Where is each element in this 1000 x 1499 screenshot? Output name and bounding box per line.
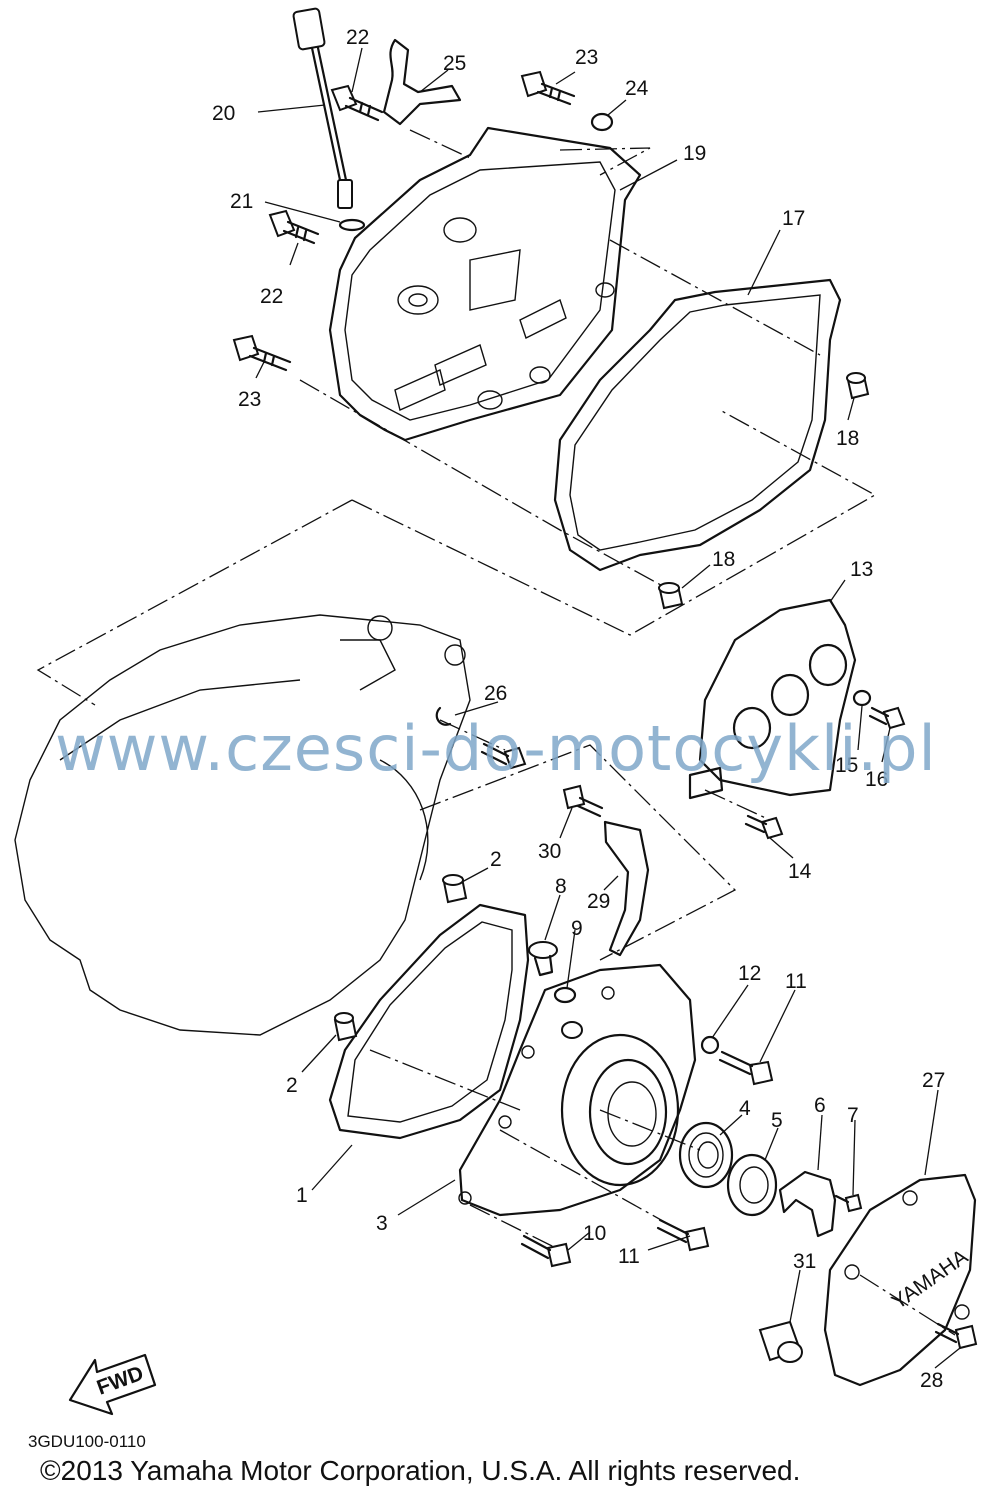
callout-25: 25 (443, 52, 466, 75)
part-28-bolt (934, 1322, 978, 1350)
callout-12: 12 (738, 962, 761, 985)
callout-2-upper: 2 (490, 848, 502, 871)
callout-labels: 20 22 25 23 24 19 21 17 22 23 18 18 13 2… (212, 26, 945, 1392)
part-1-gasket (328, 903, 530, 1140)
callout-23-lower: 23 (238, 388, 261, 411)
callout-19: 19 (683, 142, 706, 165)
part-23-bolt-upper (520, 70, 576, 106)
fwd-arrow-icon: FWD (68, 1353, 157, 1416)
leader-lines (255, 47, 961, 1369)
part-30-screw (562, 784, 604, 818)
callout-29: 29 (587, 890, 610, 913)
fwd-label: FWD (94, 1362, 147, 1400)
diagram-code: 3GDU100-0110 (28, 1432, 146, 1451)
part-20-dipstick (292, 7, 353, 209)
callout-22-upper: 22 (346, 26, 369, 49)
part-4-bearing (678, 1121, 734, 1189)
callout-18-lower: 18 (712, 548, 735, 571)
part-2-dowel-pin-upper (442, 874, 468, 904)
callout-24: 24 (625, 77, 649, 100)
callout-30: 30 (538, 840, 561, 863)
part-13-sprocket-cover (688, 598, 857, 800)
callout-20: 20 (212, 102, 235, 125)
callout-13: 13 (850, 558, 873, 581)
watermark-url: www.czesci-do-motocykli.pl (55, 712, 937, 785)
part-2-dowel-pin-lower (333, 1012, 358, 1042)
part-18-dowel-pin-upper (846, 372, 870, 400)
callout-15: 15 (835, 754, 858, 777)
part-22-bolt-upper (330, 84, 384, 122)
part-10-bolt (520, 1234, 572, 1268)
crankcase-boss-1 (367, 615, 393, 641)
crankcase-body-detail (59, 639, 429, 881)
part-11-bolt-lower (656, 1218, 710, 1252)
part-8-plug (528, 941, 558, 977)
part-3-crankcase-cover (458, 963, 697, 1217)
part-1-gasket-inner (347, 921, 513, 1123)
part-18-dowel-pin-lower (658, 582, 684, 610)
part-17-gasket (553, 278, 842, 572)
part-24-washer (590, 112, 614, 132)
part-6-retainer (778, 1170, 837, 1238)
callout-23-upper: 23 (575, 46, 598, 69)
callout-14: 14 (788, 860, 812, 883)
callout-17: 17 (782, 207, 805, 230)
crankcase-body (14, 614, 471, 1036)
part-16-bolt (868, 706, 906, 730)
callout-10: 10 (583, 1222, 606, 1245)
callout-6: 6 (814, 1094, 826, 1117)
crankcase-boss-2 (444, 644, 466, 666)
callout-3: 3 (376, 1212, 388, 1235)
copyright-notice: ©2013 Yamaha Motor Corporation, U.S.A. A… (40, 1455, 801, 1486)
part-14-bolt (744, 814, 784, 840)
callout-11-upper: 11 (785, 970, 807, 993)
part-12-washer (700, 1035, 720, 1055)
callout-28: 28 (920, 1369, 943, 1392)
callout-16: 16 (865, 768, 888, 791)
part-19-crankcase-cover (328, 126, 642, 442)
callout-9: 9 (571, 917, 583, 940)
part-17-gasket-inner (569, 294, 821, 551)
callout-11-lower: 11 (618, 1245, 640, 1268)
cover-brand-text: YAMAHA (888, 1245, 973, 1314)
part-23-bolt-left (232, 334, 292, 372)
part-29-plate (603, 820, 650, 957)
part-31-grommet (758, 1320, 803, 1363)
callout-8: 8 (555, 875, 567, 898)
part-5-oil-seal (726, 1153, 778, 1217)
callout-18-upper: 18 (836, 427, 859, 450)
callout-1: 1 (296, 1184, 308, 1207)
assembly-guide-lines (36, 129, 956, 1336)
callout-2-lower: 2 (286, 1074, 298, 1097)
part-25-bracket (382, 38, 462, 126)
part-7-screw (834, 1193, 863, 1213)
part-11-bolt-upper (718, 1050, 774, 1086)
callout-7: 7 (847, 1104, 859, 1127)
part-21-o-ring (338, 218, 366, 232)
part-15-washer (852, 689, 872, 707)
callout-4: 4 (739, 1097, 751, 1120)
part-9-o-ring (553, 986, 577, 1004)
part-26-clamp (435, 706, 527, 770)
callout-5: 5 (771, 1109, 783, 1132)
callout-21: 21 (230, 190, 253, 213)
callout-27: 27 (922, 1069, 945, 1092)
callout-31: 31 (793, 1250, 816, 1273)
callout-22-lower: 22 (260, 285, 283, 308)
part-22-bolt-left (268, 209, 320, 245)
callout-26: 26 (484, 682, 507, 705)
